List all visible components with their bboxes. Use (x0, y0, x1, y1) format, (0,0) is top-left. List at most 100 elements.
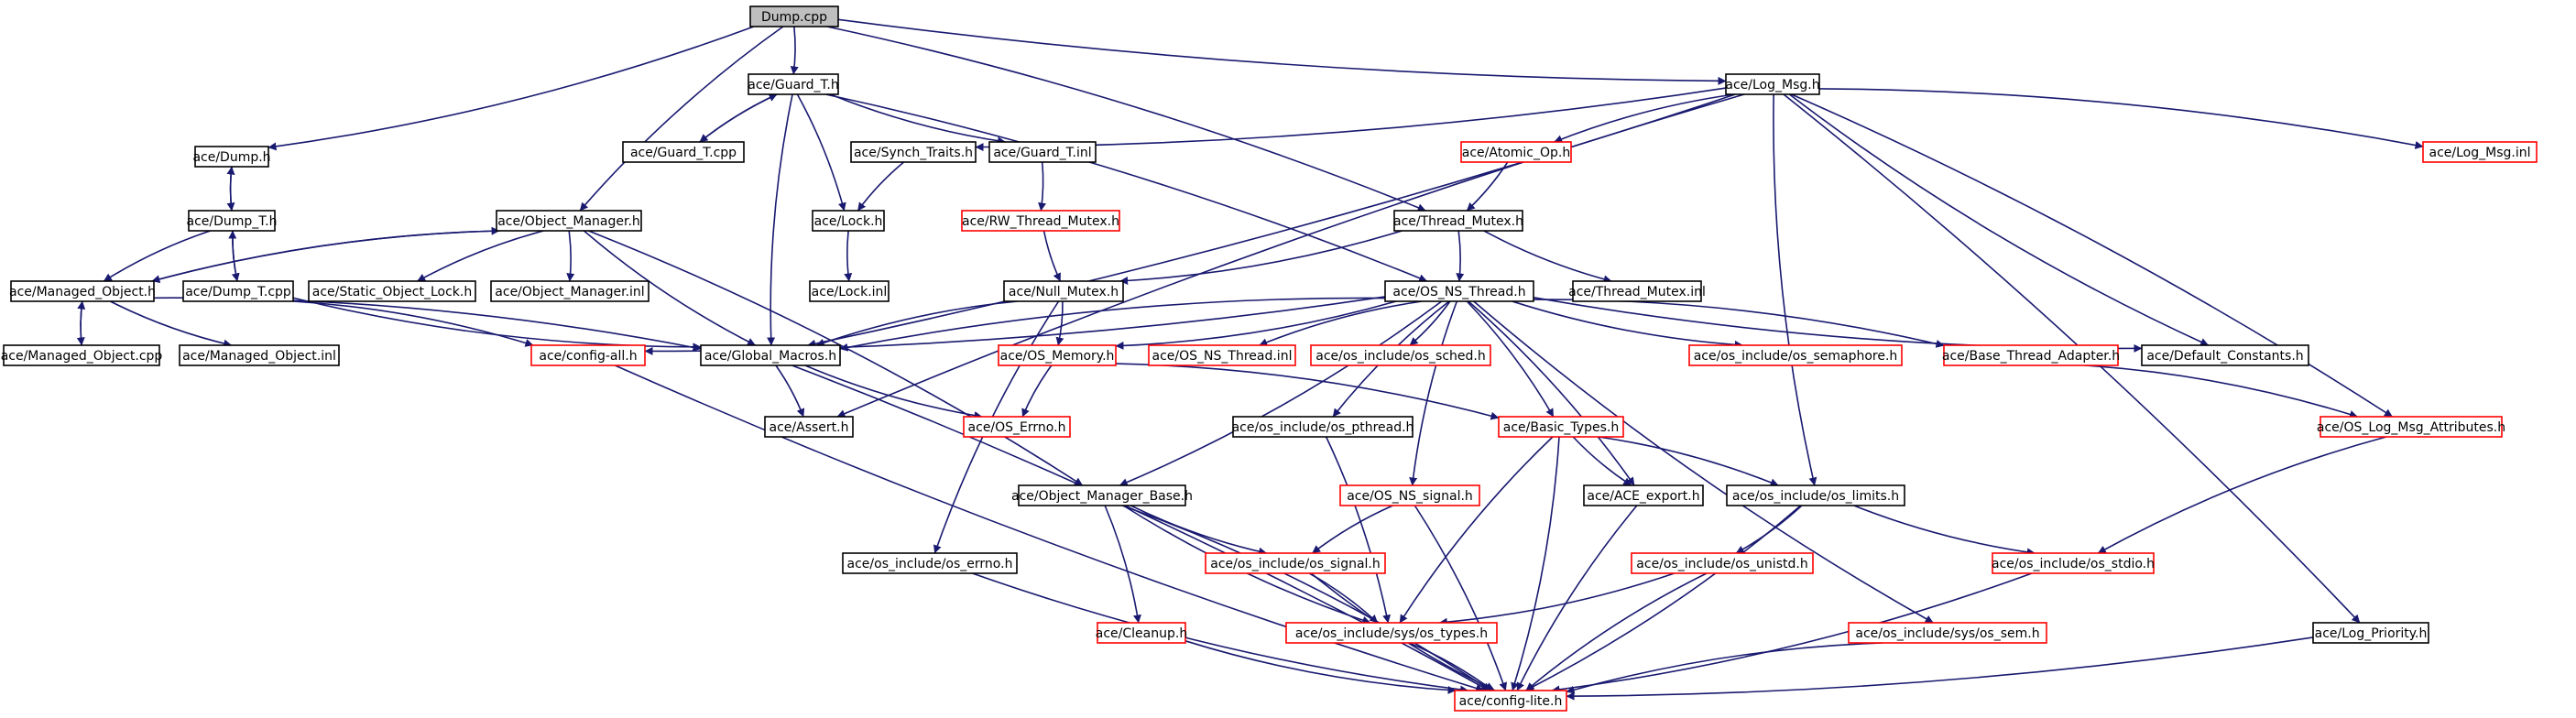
node-box (1454, 690, 1567, 712)
edge-null-mutex-h-to-os-memory-h (1055, 300, 1064, 346)
node-label: ace/os_include/os_pthread.h (1232, 420, 1414, 435)
node-log-priority-h[interactable]: ace/Log_Priority.h (2312, 622, 2429, 644)
edge-line (1055, 300, 1064, 346)
node-box (1097, 622, 1186, 644)
node-label: ace/OS_NS_Thread.inl (1152, 349, 1293, 364)
node-box (622, 141, 745, 163)
node-os-unistd-h[interactable]: ace/os_include/os_unistd.h (1631, 552, 1814, 574)
node-default-constants-h[interactable]: ace/Default_Constants.h (2141, 344, 2309, 366)
node-guard-t-cpp[interactable]: ace/Guard_T.cpp (622, 141, 745, 163)
edge-os-ns-thread-h-to-os-sched-h (1409, 300, 1451, 346)
node-guard-t-inl[interactable]: ace/Guard_T.inl (988, 141, 1097, 163)
node-box (1725, 73, 1820, 95)
node-config-all-h[interactable]: ace/config-all.h (530, 344, 646, 366)
edge-line (790, 26, 799, 75)
node-object-manager-base-h[interactable]: ace/Object_Manager_Base.h (1011, 484, 1193, 506)
node-dump-t-h[interactable]: ace/Dump_T.h (187, 210, 278, 232)
node-log-msg-h[interactable]: ace/Log_Msg.h (1725, 73, 1820, 95)
node-lock-inl[interactable]: ace/Lock.inl (809, 280, 890, 302)
node-os-errno-h[interactable]: ace/OS_Errno.h (963, 416, 1071, 438)
node-dump-h[interactable]: ace/Dump.h (192, 146, 271, 168)
node-os-ns-thread-h[interactable]: ace/OS_NS_Thread.h (1384, 280, 1534, 302)
edge-sys-sem-h-to-config-lite-h (1566, 642, 1883, 694)
node-os-log-msg-attributes-h[interactable]: ace/OS_Log_Msg_Attributes.h (2317, 416, 2505, 438)
edge-line (1042, 230, 1062, 282)
node-os-signal-h[interactable]: ace/os_include/os_signal.h (1205, 552, 1386, 574)
node-label: ace/Dump_T.h (187, 214, 278, 229)
node-assert-h[interactable]: ace/Assert.h (764, 416, 854, 438)
node-box (1003, 280, 1124, 302)
node-sys-sem-h[interactable]: ace/os_include/sys/os_sem.h (1848, 622, 2047, 644)
node-synch-traits-h[interactable]: ace/Synch_Traits.h (850, 141, 977, 163)
node-lock-h[interactable]: ace/Lock.h (812, 210, 885, 232)
node-box (2422, 141, 2538, 163)
edge-os-ns-thread-h-to-base-thread-adapter-h (1533, 299, 1945, 348)
node-label: ace/OS_Log_Msg_Attributes.h (2317, 420, 2505, 435)
node-os-ns-thread-inl[interactable]: ace/OS_NS_Thread.inl (1148, 344, 1296, 366)
node-global-macros-h[interactable]: ace/Global_Macros.h (700, 344, 841, 366)
node-cleanup-h[interactable]: ace/Cleanup.h (1096, 622, 1187, 644)
nodes: Dump.cpp ace/Guard_T.h ace/Log_Msg.h ace/Gu… (1, 5, 2538, 712)
edge-line (153, 297, 702, 352)
node-log-msg-inl[interactable]: ace/Log_Msg.inl (2422, 141, 2538, 163)
edge-line (267, 26, 755, 151)
node-managed-object-inl[interactable]: ace/Managed_Object.inl (179, 344, 340, 366)
edge-os-unistd-h-to-sys-types-h (1438, 572, 1675, 626)
edge-os-ns-thread-h-to-os-ns-signal-h (1409, 300, 1458, 486)
edge-os-ns-thread-h-to-basic-types-h (1466, 300, 1555, 418)
node-sys-types-h[interactable]: ace/os_include/sys/os_types.h (1285, 622, 1498, 644)
edge-line (1554, 93, 1735, 144)
edge-line (1414, 505, 1508, 691)
node-label: ace/OS_Memory.h (1000, 349, 1115, 364)
node-config-lite-h[interactable]: ace/config-lite.h (1454, 690, 1567, 712)
node-os-ns-signal-h[interactable]: ace/OS_NS_signal.h (1339, 484, 1480, 506)
node-managed-object-h[interactable]: ace/Managed_Object.h (9, 280, 156, 302)
node-box (1310, 344, 1491, 366)
node-dump-t-cpp[interactable]: ace/Dump_T.cpp (182, 280, 294, 302)
node-os-memory-h[interactable]: ace/OS_Memory.h (998, 344, 1117, 366)
edge-cleanup-h-to-config-lite-h (1184, 640, 1457, 694)
node-box (1572, 280, 1702, 302)
node-os-limits-h[interactable]: ace/os_include/os_limits.h (1726, 484, 1905, 506)
node-object-manager-h[interactable]: ace/Object_Manager.h (496, 210, 642, 232)
node-base-thread-adapter-h[interactable]: ace/Base_Thread_Adapter.h (1942, 344, 2120, 366)
node-thread-mutex-h[interactable]: ace/Thread_Mutex.h (1393, 210, 1523, 232)
edge-line (2084, 364, 2358, 419)
node-os-stdio-h[interactable]: ace/os_include/os_stdio.h (1992, 552, 2155, 574)
edge-os-memory-h-to-os-errno-h (1021, 364, 1053, 418)
edge-log-msg-h-to-atomic-op-h (1554, 93, 1735, 144)
node-label: ace/os_include/os_sched.h (1315, 349, 1485, 364)
node-os-semaphore-h[interactable]: ace/os_include/os_semaphore.h (1688, 344, 1903, 366)
node-box (764, 416, 854, 438)
node-os-sched-h[interactable]: ace/os_include/os_sched.h (1310, 344, 1491, 366)
edge-config-all-h-to-config-lite-h (615, 364, 1485, 692)
edge-dump-cpp-to-thread-mutex-h (826, 26, 1426, 212)
node-label: ace/config-all.h (539, 349, 637, 364)
edge-guard-t-h-to-guard-t-cpp (699, 93, 778, 143)
node-static-object-lock-h[interactable]: ace/Static_Object_Lock.h (308, 280, 476, 302)
node-box (1232, 416, 1414, 438)
node-null-mutex-h[interactable]: ace/Null_Mutex.h (1003, 280, 1124, 302)
node-os-pthread-h[interactable]: ace/os_include/os_pthread.h (1232, 416, 1414, 438)
edge-line (1566, 642, 1883, 694)
edge-line (292, 300, 534, 347)
edge-null-mutex-h-to-global-macros-h (815, 300, 1018, 347)
node-atomic-op-h[interactable]: ace/Atomic_Op.h (1460, 141, 1572, 163)
edge-os-ns-thread-h-to-os-ns-thread-inl (1259, 300, 1423, 346)
node-ace-export-h[interactable]: ace/ACE_export.h (1583, 484, 1704, 506)
node-guard-t-h[interactable]: ace/Guard_T.h (748, 73, 839, 95)
node-os-errno-inc-h[interactable]: ace/os_include/os_errno.h (842, 552, 1018, 574)
edge-basic-types-h-to-config-lite-h (1511, 436, 1560, 691)
node-label: ace/Basic_Types.h (1503, 420, 1619, 435)
node-thread-mutex-inl[interactable]: ace/Thread_Mutex.inl (1568, 280, 1706, 302)
node-managed-object-cpp[interactable]: ace/Managed_Object.cpp (1, 344, 163, 366)
node-basic-types-h[interactable]: ace/Basic_Types.h (1498, 416, 1624, 438)
edge-line (815, 300, 1018, 347)
node-object-manager-inl[interactable]: ace/Object_Manager.inl (490, 280, 649, 302)
node-box (963, 416, 1071, 438)
node-dump-cpp[interactable]: Dump.cpp (749, 5, 839, 27)
edge-line (417, 230, 544, 282)
edge-line (1473, 300, 1934, 624)
edge-line (1533, 299, 1945, 348)
node-rw-thread-mutex-h[interactable]: ace/RW_Thread_Mutex.h (961, 210, 1120, 232)
